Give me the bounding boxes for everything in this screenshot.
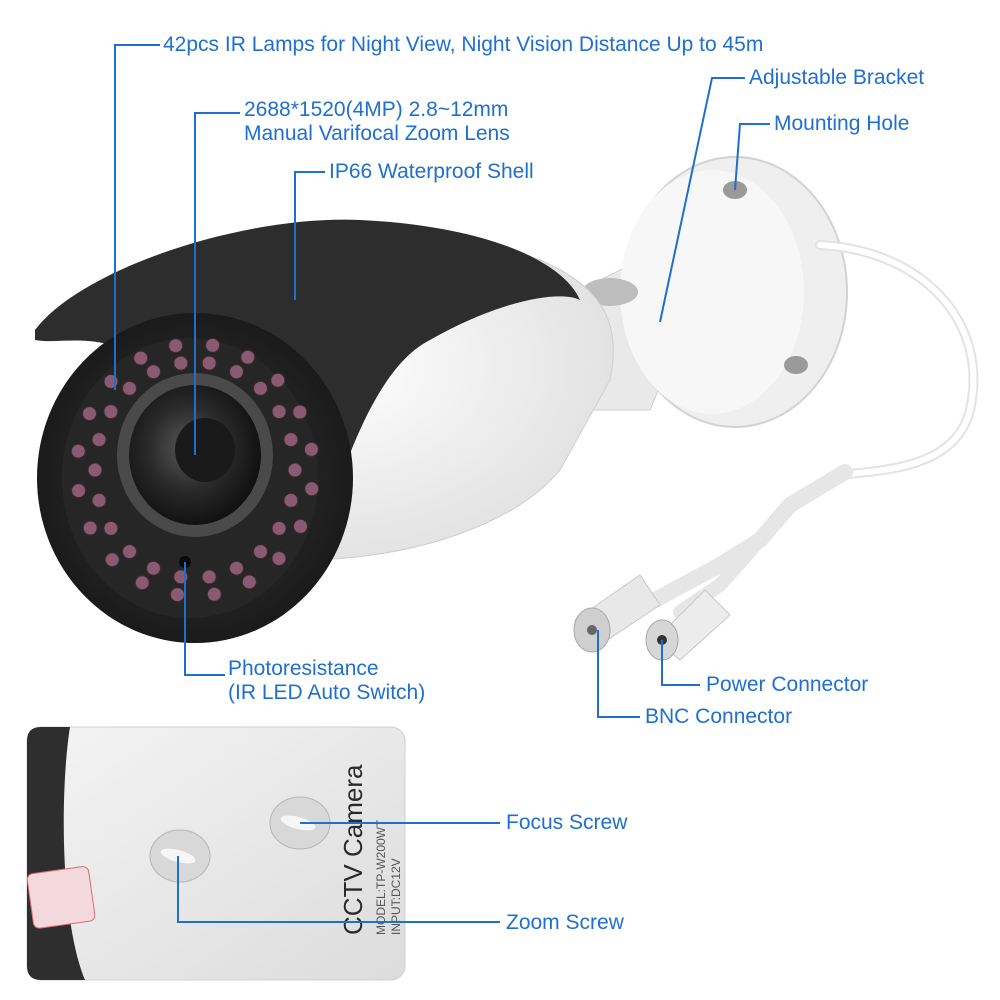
leader-bracket (659, 77, 745, 323)
ir-led (201, 569, 217, 585)
label-focus-text: Focus Screw (506, 811, 628, 834)
label-photo-line2: (IR LED Auto Switch) (228, 681, 426, 704)
mounting-hole-bottom (784, 356, 808, 374)
label-bracket: Adjustable Bracket (749, 66, 924, 90)
leader-bnc (597, 630, 640, 718)
leader-shell (294, 171, 325, 300)
label-zoom-text: Zoom Screw (506, 911, 624, 934)
ir-led (271, 551, 287, 566)
label-ir-lamps: 42pcs IR Lamps for Night View, Night Vis… (163, 33, 763, 57)
ir-led (87, 462, 103, 478)
ir-led (229, 364, 244, 380)
label-focus: Focus Screw (506, 811, 627, 835)
label-bracket-text: Adjustable Bracket (749, 66, 925, 89)
ir-led (205, 337, 221, 353)
ir-led (292, 404, 308, 420)
ir-led (241, 574, 257, 590)
label-bnc: BNC Connector (645, 705, 792, 729)
ir-led (270, 372, 286, 388)
ir-led-ring (70, 337, 320, 603)
label-sticker (26, 866, 96, 929)
ir-led (173, 355, 189, 371)
ir-led (304, 481, 320, 497)
ir-led (206, 586, 222, 602)
label-power: Power Connector (706, 673, 868, 697)
ir-led (253, 544, 268, 560)
ir-led (168, 338, 184, 354)
ir-led (91, 492, 107, 508)
label-lens: 2688*1520(4MP) 2.8~12mm Manual Varifocal… (244, 98, 510, 146)
ir-led (146, 364, 161, 380)
label-photo-line1: Photoresistance (228, 657, 379, 680)
ir-led (134, 575, 150, 591)
inset-model-text: MODEL:TP-W200WT (374, 819, 388, 935)
leader-mounting-hole (734, 123, 770, 191)
ir-led (229, 560, 244, 576)
leader-lens (194, 112, 240, 455)
bnc-connector-shape (573, 574, 661, 653)
ir-led (70, 443, 86, 459)
ir-led (71, 483, 87, 499)
ir-led (283, 492, 299, 508)
ir-led (253, 380, 268, 396)
label-lens-line1: 2688*1520(4MP) 2.8~12mm (244, 98, 509, 121)
leader-lines (114, 44, 770, 923)
ir-led (287, 462, 303, 478)
label-photoresistance: Photoresistance (IR LED Auto Switch) (228, 657, 425, 705)
label-lens-line2: Manual Varifocal Zoom Lens (244, 122, 510, 145)
ir-led (82, 520, 98, 536)
ir-led (91, 432, 107, 448)
ir-led (283, 432, 299, 448)
ir-led (271, 404, 287, 420)
ir-led (82, 406, 97, 422)
ir-led (122, 380, 137, 396)
waterproof-shell (35, 219, 580, 495)
ir-led (133, 350, 149, 366)
label-ir-lamps-text: 42pcs IR Lamps for Night View, Night Vis… (163, 33, 764, 56)
leader-power (661, 640, 700, 686)
ir-led (104, 552, 120, 568)
leader-photo (184, 562, 225, 676)
inset-input-text: INPUT:DC12V (389, 858, 403, 935)
ir-led (146, 560, 161, 576)
ir-led (293, 518, 308, 534)
inset-photo: CCTV Camera MODEL:TP-W200WT INPUT:DC12V (26, 726, 406, 981)
inset-brand-text: CCTV Camera (338, 764, 368, 935)
ir-led (122, 544, 137, 560)
label-zoom: Zoom Screw (506, 911, 624, 935)
camera-body (35, 219, 614, 643)
ir-led (303, 441, 319, 457)
label-mounting-hole-text: Mounting Hole (774, 112, 910, 135)
label-shell: IP66 Waterproof Shell (329, 160, 534, 184)
leader-ir-lamps (114, 44, 160, 390)
leader-zoom (177, 856, 500, 923)
ir-led (240, 349, 256, 365)
ir-led (103, 404, 119, 420)
label-bnc-text: BNC Connector (645, 705, 793, 728)
label-shell-text: IP66 Waterproof Shell (329, 160, 534, 183)
label-mounting-hole: Mounting Hole (774, 112, 909, 136)
ir-led (103, 520, 119, 536)
ir-led (169, 587, 185, 603)
ir-led (271, 520, 287, 536)
ir-led (201, 355, 217, 371)
label-power-text: Power Connector (706, 673, 869, 696)
